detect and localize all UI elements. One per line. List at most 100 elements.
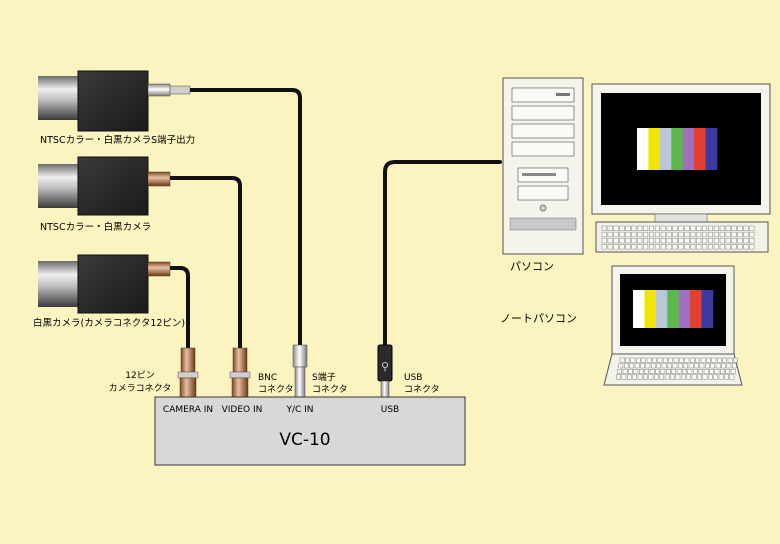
- keyboard-key: [672, 231, 678, 238]
- keyboard-key: [702, 374, 708, 380]
- keyboard-key: [646, 357, 652, 363]
- keyboard-key: [666, 225, 672, 232]
- keyboard-key: [607, 225, 613, 232]
- keyboard-key: [655, 369, 660, 374]
- keyboard-key: [713, 231, 719, 238]
- keyboard-key: [731, 231, 737, 238]
- keyboard-key: [708, 244, 714, 250]
- keyboard-key: [619, 231, 625, 238]
- laptop-pc-label: ノートパソコン: [500, 312, 577, 325]
- keyboard-key: [643, 231, 649, 238]
- keyboard-key: [631, 225, 637, 232]
- keyboard-key: [708, 374, 713, 380]
- keyboard-key: [661, 363, 667, 369]
- keyboard-key: [625, 244, 631, 250]
- keyboard-key: [713, 244, 719, 250]
- keyboard-key: [660, 369, 666, 374]
- keyboard-key: [672, 225, 678, 232]
- keyboard-key: [702, 231, 708, 238]
- keyboard-key: [690, 231, 696, 238]
- keyboard-key: [654, 374, 659, 380]
- keyboard-key: [743, 237, 749, 244]
- keyboard-key: [708, 231, 714, 238]
- keyboard-key: [657, 357, 663, 363]
- keyboard-key: [713, 374, 718, 380]
- keyboard-key: [649, 244, 655, 250]
- 12pin-connector: [177, 347, 199, 401]
- keyboard-key: [705, 363, 710, 369]
- keyboard-key: [743, 244, 749, 250]
- pin12-connector-label: カメラコネクタ: [109, 383, 172, 394]
- keyboard-key: [725, 231, 731, 238]
- keyboard-key: [660, 244, 666, 250]
- camera-lens: [38, 76, 78, 120]
- keyboard-key: [629, 363, 634, 369]
- keyboard-key: [684, 244, 690, 250]
- keyboard-key: [668, 357, 673, 363]
- keyboard-key: [678, 244, 684, 250]
- keyboard-key: [636, 357, 641, 363]
- keyboard-key: [654, 244, 660, 250]
- usb-connector-label: USB: [404, 373, 422, 383]
- color-bar: [694, 128, 706, 170]
- keyboard-key: [684, 225, 690, 232]
- keyboard-key: [708, 237, 714, 244]
- desktop-pc-tower: [502, 77, 584, 255]
- keyboard-key: [702, 244, 708, 250]
- s-connector-label: S端子: [312, 371, 336, 383]
- keyboard-key: [725, 237, 731, 244]
- keyboard-key: [673, 357, 679, 363]
- keyboard-key: [644, 369, 649, 374]
- color-bar: [637, 128, 649, 170]
- keyboard-key: [633, 369, 639, 374]
- keyboard-key: [688, 363, 694, 369]
- keyboard-key: [607, 244, 613, 250]
- color-bar: [705, 128, 718, 170]
- 12pin-plug: [147, 261, 171, 277]
- keyboard-key: [737, 244, 743, 250]
- keyboard-key: [678, 225, 684, 232]
- keyboard-key: [613, 225, 619, 232]
- keyboard-key: [641, 357, 646, 363]
- keyboard-key: [672, 363, 678, 369]
- keyboard-key: [660, 225, 666, 232]
- camera12pin-cable: [168, 266, 190, 354]
- device-name: VC-10: [279, 430, 330, 450]
- keyboard-key: [631, 237, 637, 244]
- keyboard-key: [732, 363, 737, 369]
- keyboard-key: [676, 369, 682, 374]
- keyboard-key: [737, 237, 743, 244]
- keyboard-key: [601, 244, 607, 250]
- keyboard-key: [706, 357, 711, 363]
- color-bar: [633, 290, 645, 328]
- keyboard-key: [690, 357, 695, 363]
- keyboard-key: [702, 225, 708, 232]
- camera-top-label: NTSCカラー・白黒カメラS端子出力: [40, 134, 195, 146]
- keyboard-key: [684, 237, 690, 244]
- keyboard-key: [613, 237, 619, 244]
- keyboard-key: [749, 244, 755, 250]
- keyboard-key: [696, 231, 702, 238]
- keyboard-key: [667, 363, 672, 369]
- keyboard-key: [687, 369, 693, 374]
- keyboard-key: [699, 363, 705, 369]
- keyboard-key: [713, 225, 719, 232]
- keyboard-key: [637, 244, 643, 250]
- color-bar: [671, 128, 684, 170]
- keyboard-key: [724, 374, 729, 380]
- cables: [168, 88, 502, 354]
- keyboard-key: [725, 244, 731, 250]
- camera-body: [77, 254, 149, 314]
- keyboard-key: [719, 237, 725, 244]
- s-video-cable: [188, 88, 302, 347]
- s-connector-label: コネクタ: [312, 384, 348, 395]
- bnc-connector-label: BNC: [258, 373, 277, 383]
- device-body: [154, 396, 466, 466]
- keyboard-key: [713, 237, 719, 244]
- color-bar: [701, 290, 714, 328]
- keyboard-key: [625, 237, 631, 244]
- keyboard-key: [729, 374, 735, 380]
- keyboard-keys: [616, 357, 738, 380]
- keyboard-key: [617, 369, 622, 374]
